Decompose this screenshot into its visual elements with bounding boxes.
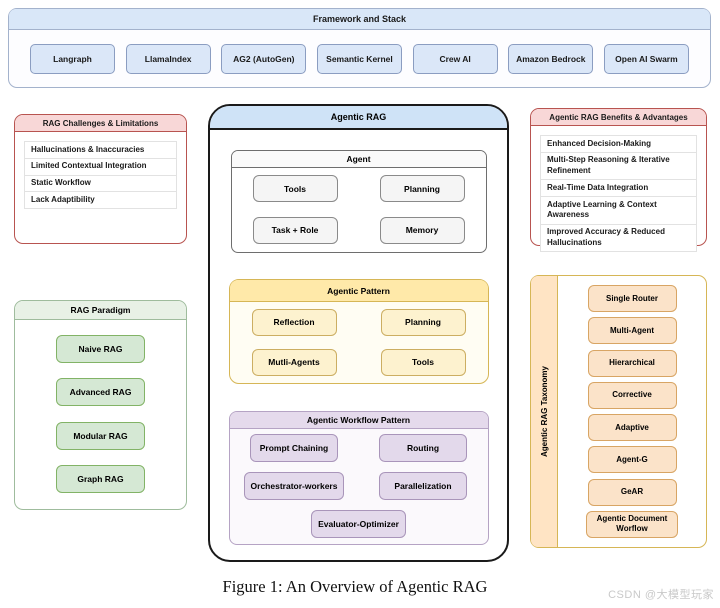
taxonomy-strip: Agentic RAG Taxonomy [531, 276, 558, 547]
rag-paradigm-panel: RAG Paradigm Naive RAG Advanced RAG Modu… [14, 300, 187, 510]
framework-item-ag2: AG2 (AutoGen) [221, 43, 307, 74]
agentic-rag-title: Agentic RAG [210, 106, 507, 130]
workflow-prompt-chaining: Prompt Chaining [250, 434, 338, 462]
taxonomy-agentic-document-worflow: Agentic Document Worflow [586, 510, 678, 538]
benefits-panel: Agentic RAG Benefits & Advantages Enhanc… [530, 108, 707, 253]
framework-item-amazon-bedrock: Amazon Bedrock [508, 43, 594, 74]
agent-planning: Planning [379, 175, 465, 203]
rag-challenges-title: RAG Challenges & Limitations [15, 115, 186, 132]
agent-tools: Tools [252, 175, 338, 203]
benefits-title: Agentic RAG Benefits & Advantages [531, 109, 706, 126]
agentic-pattern-items: Reflection Planning Mutli-Agents Tools [230, 302, 488, 382]
agent-task-role: Task + Role [252, 216, 338, 244]
rag-paradigm-title: RAG Paradigm [15, 301, 186, 320]
taxonomy-adaptive: Adaptive [587, 414, 677, 442]
workflow-orchestrator-workers: Orchestrator-workers [243, 472, 345, 500]
workflow-evaluator-optimizer: Evaluator-Optimizer [311, 510, 406, 538]
taxonomy-multi-agent: Multi-Agent [587, 317, 677, 345]
agent-memory: Memory [379, 216, 465, 244]
challenge-item: Limited Contextual Integration [25, 159, 176, 176]
agentic-workflow-box: Agentic Workflow Pattern Prompt Chaining… [228, 411, 489, 545]
challenge-item: Hallucinations & Inaccuracies [25, 142, 176, 159]
figure-caption: Figure 1: An Overview of Agentic RAG [222, 577, 488, 596]
benefit-item: Improved Accuracy & Reduced Hallucinatio… [547, 227, 665, 248]
agentic-rag-panel: Agentic RAG Agent Tools Planning Task + … [208, 104, 509, 562]
framework-item-openai-swarm: Open AI Swarm [603, 43, 689, 74]
paradigm-modular-rag: Modular RAG [56, 421, 145, 450]
paradigm-advanced-rag: Advanced RAG [56, 378, 145, 407]
agent-box: Agent Tools Planning Task + Role Memory [230, 150, 487, 253]
pattern-planning: Planning [380, 308, 466, 336]
workflow-routing: Routing [379, 434, 467, 462]
framework-item-llamaindex: LlamaIndex [125, 43, 211, 74]
agent-title: Agent [231, 151, 486, 168]
agent-items: Tools Planning Task + Role Memory [232, 168, 486, 251]
taxonomy-corrective: Corrective [587, 381, 677, 409]
rag-challenges-list: Hallucinations & Inaccuracies Limited Co… [24, 141, 177, 210]
taxonomy-gear: GeAR [587, 478, 677, 506]
taxonomy-title: Agentic RAG Taxonomy [539, 366, 549, 457]
framework-stack-panel: Framework and Stack Langraph LlamaIndex … [8, 8, 711, 88]
framework-item-crew-ai: Crew AI [412, 43, 498, 74]
taxonomy-panel: Agentic RAG Taxonomy Single Router Multi… [530, 275, 707, 548]
rag-paradigm-items: Naive RAG Advanced RAG Modular RAG Graph… [15, 320, 186, 508]
benefit-item: Adaptive Learning & Context Awareness [541, 197, 696, 225]
agentic-workflow-items: Prompt Chaining Routing Orchestrator-wor… [230, 429, 488, 505]
framework-item-langraph: Langraph [30, 43, 115, 74]
taxonomy-single-router: Single Router [587, 285, 677, 313]
paradigm-naive-rag: Naive RAG [56, 335, 145, 364]
agentic-workflow-title: Agentic Workflow Pattern [229, 412, 488, 429]
challenge-item: Static Workflow [25, 176, 176, 193]
taxonomy-hierarchical: Hierarchical [587, 349, 677, 377]
framework-stack-items: Langraph LlamaIndex AG2 (AutoGen) Semant… [9, 30, 710, 87]
rag-challenges-panel: RAG Challenges & Limitations Hallucinati… [14, 114, 187, 244]
framework-stack-title: Framework and Stack [9, 9, 710, 30]
benefit-item: Real-Time Data Integration [541, 180, 696, 198]
benefit-item: Multi-Step Reasoning & Iterative Refinem… [541, 153, 696, 181]
agentic-pattern-title: Agentic Pattern [229, 280, 488, 302]
pattern-tools: Tools [380, 348, 466, 376]
agentic-pattern-box: Agentic Pattern Reflection Planning Mutl… [228, 279, 489, 384]
challenge-item: Lack Adaptibility [31, 194, 95, 204]
workflow-parallelization: Parallelization [379, 472, 467, 500]
pattern-reflection: Reflection [251, 308, 337, 336]
framework-item-semantic-kernel: Semantic Kernel [316, 43, 402, 74]
paradigm-graph-rag: Graph RAG [56, 464, 145, 493]
pattern-multi-agents: Mutli-Agents [251, 348, 337, 376]
agentic-workflow-last-row: Evaluator-Optimizer [230, 505, 488, 543]
benefits-list: Enhanced Decision-Making Multi-Step Reas… [540, 135, 697, 253]
taxonomy-agent-g: Agent-G [587, 446, 677, 474]
csdn-watermark: CSDN @大模型玩家 [608, 589, 714, 601]
taxonomy-items: Single Router Multi-Agent Hierarchical C… [558, 276, 706, 547]
benefit-item: Enhanced Decision-Making [541, 136, 696, 153]
